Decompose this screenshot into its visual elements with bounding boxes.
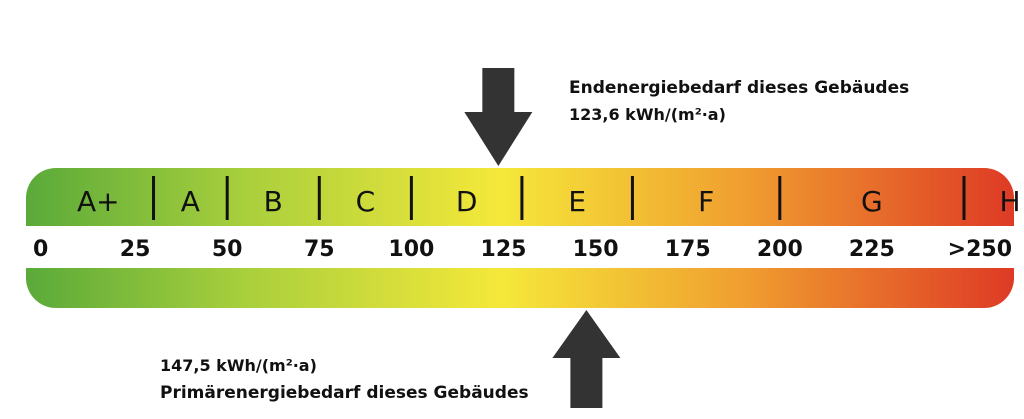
class-label: H (1000, 185, 1021, 218)
tick-label: 200 (757, 237, 803, 262)
tick-label: 225 (849, 237, 895, 262)
class-label: B (264, 185, 283, 218)
class-dividers (152, 176, 966, 220)
tick-label: 100 (388, 237, 434, 262)
class-label: E (568, 185, 586, 218)
tick-label: 75 (304, 237, 335, 262)
scale-body (26, 168, 1014, 308)
class-label: D (456, 185, 478, 218)
class-label: A (181, 185, 200, 218)
tick-label: 125 (481, 237, 527, 262)
end-energy-title: Endenergiebedarf dieses Gebäudes (569, 78, 910, 98)
primary-energy-value: 147,5 kWh/(m²·a) (160, 356, 317, 375)
tick-label: 25 (120, 237, 151, 262)
primary-energy-arrow (552, 310, 621, 408)
class-labels: A+ A B C D E F G H (77, 185, 1021, 218)
tick-label: >250 (948, 237, 1012, 262)
tick-label: 0 (33, 237, 48, 262)
end-energy-value: 123,6 kWh/(m²·a) (569, 105, 726, 124)
tick-label: 175 (665, 237, 711, 262)
primary-energy-title: Primärenergiebedarf dieses Gebäudes (160, 383, 529, 403)
tick-label: 50 (212, 237, 243, 262)
class-label: C (356, 185, 376, 218)
class-label: G (861, 185, 883, 218)
scale-number-band (26, 226, 1014, 268)
tick-labels: 0 25 50 75 100 125 150 175 200 225 >250 (33, 237, 1012, 262)
end-energy-arrow (464, 68, 533, 166)
tick-label: 150 (573, 237, 619, 262)
class-label: F (698, 185, 714, 218)
class-label: A+ (77, 185, 120, 218)
